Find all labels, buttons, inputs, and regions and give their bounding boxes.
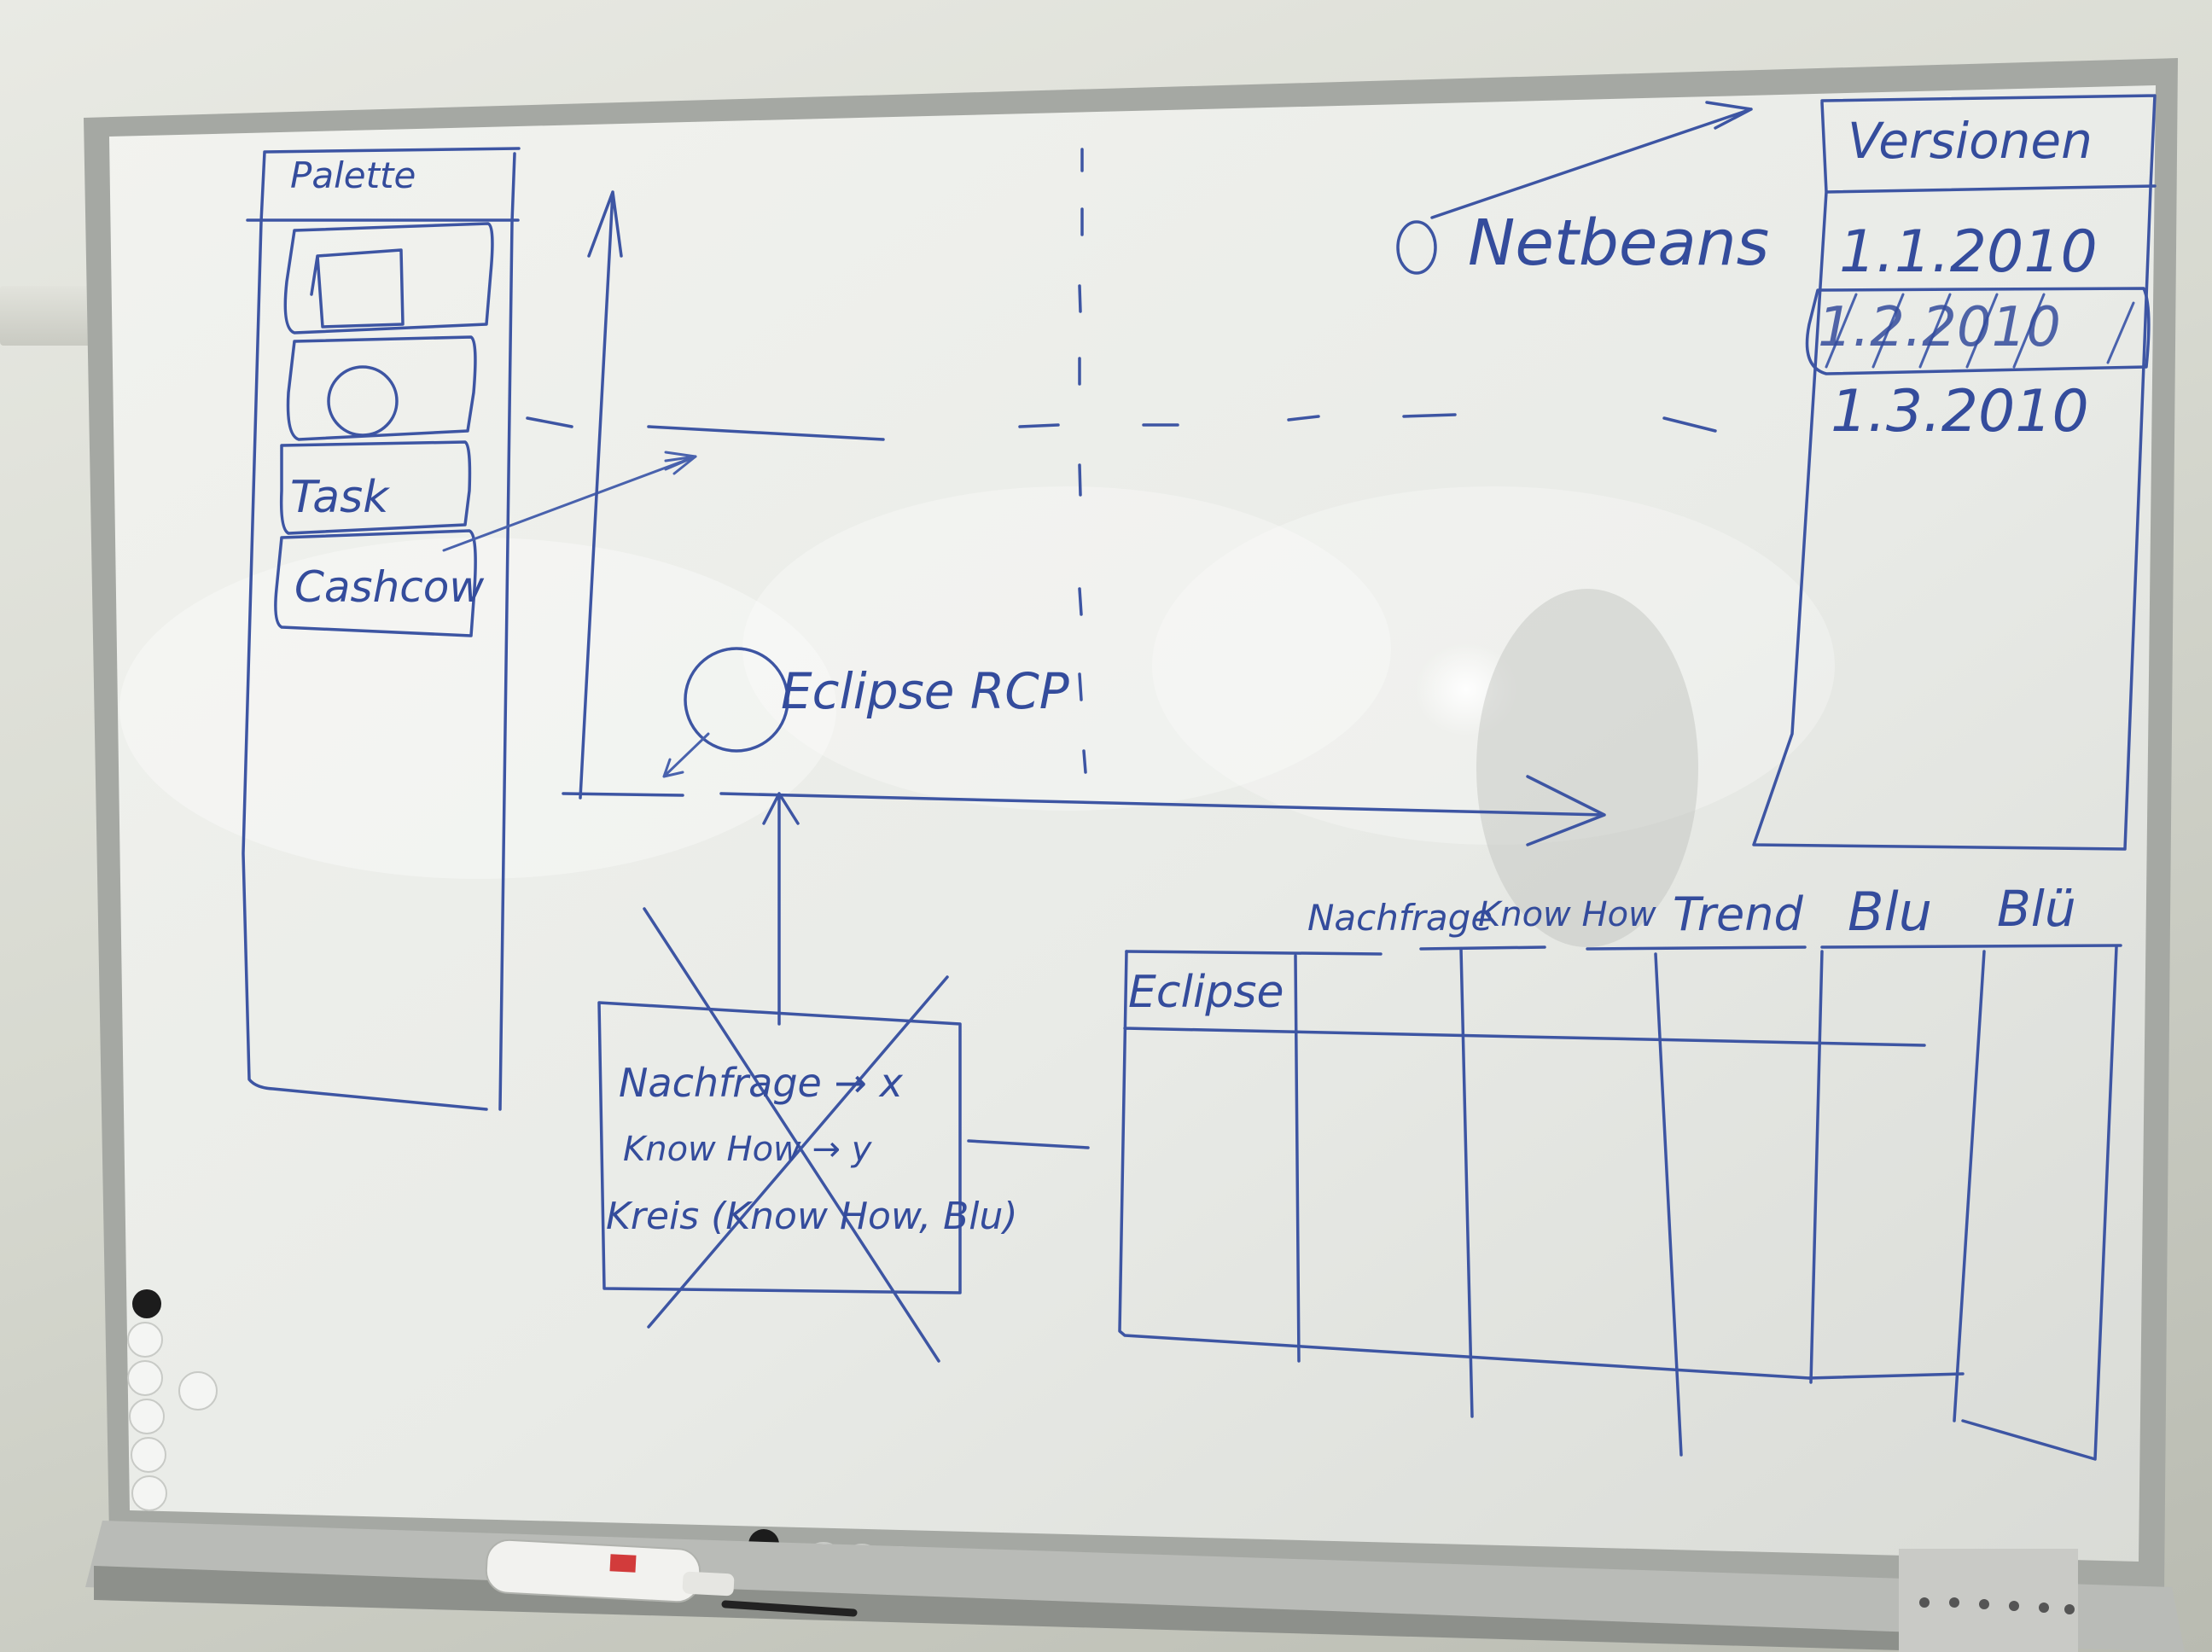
table-sketch <box>1118 944 2122 1461</box>
palette-item-task: Task <box>290 472 390 523</box>
crossed-box-sketch <box>597 792 1090 1363</box>
axes-sketch <box>526 101 1753 846</box>
person-reflection <box>1476 589 1698 947</box>
palette-item-cashcow: Cashcow <box>294 562 484 612</box>
version-entry-1: 1.1.2010 <box>1839 218 2098 286</box>
palette-title: Palette <box>290 154 416 196</box>
crossed-line-nachfrage: Nachfrage → x <box>619 1060 904 1106</box>
versions-title: Versionen <box>1848 112 2093 170</box>
version-entry-2: 1.2.2010 <box>1818 296 2061 359</box>
palette-sketch <box>242 147 697 1111</box>
versions-sketch <box>1752 94 2157 851</box>
window-reflection <box>742 486 1391 811</box>
netbeans-label: Netbeans <box>1468 206 1769 280</box>
board-surface <box>109 85 2156 1562</box>
crossed-line-kreis: Kreis (Know How, Blu) <box>606 1195 1018 1238</box>
corner-holder-holes <box>1919 1597 2075 1614</box>
wall-rail <box>0 286 102 346</box>
crossed-line-knowhow: Know How → y <box>623 1130 873 1169</box>
version-entry-3: 1.3.2010 <box>1831 378 2089 445</box>
table-header-knowhow: Know How <box>1478 895 1656 934</box>
table-header-blu: Blu <box>1848 881 1932 943</box>
black-magnet <box>132 1289 161 1318</box>
table-header-trend: Trend <box>1673 887 1803 941</box>
table-header-nachfrage: Nachfrage <box>1307 897 1493 939</box>
glare-spot <box>1415 643 1517 736</box>
marker-pen-icon <box>721 1600 858 1617</box>
table-row-eclipse: Eclipse <box>1128 967 1284 1018</box>
cleaner-bottle-icon <box>485 1539 735 1603</box>
eclipse-rcp-label: Eclipse RCP <box>781 662 1069 720</box>
table-header-blue-umlaut: Blü <box>1997 880 2076 938</box>
